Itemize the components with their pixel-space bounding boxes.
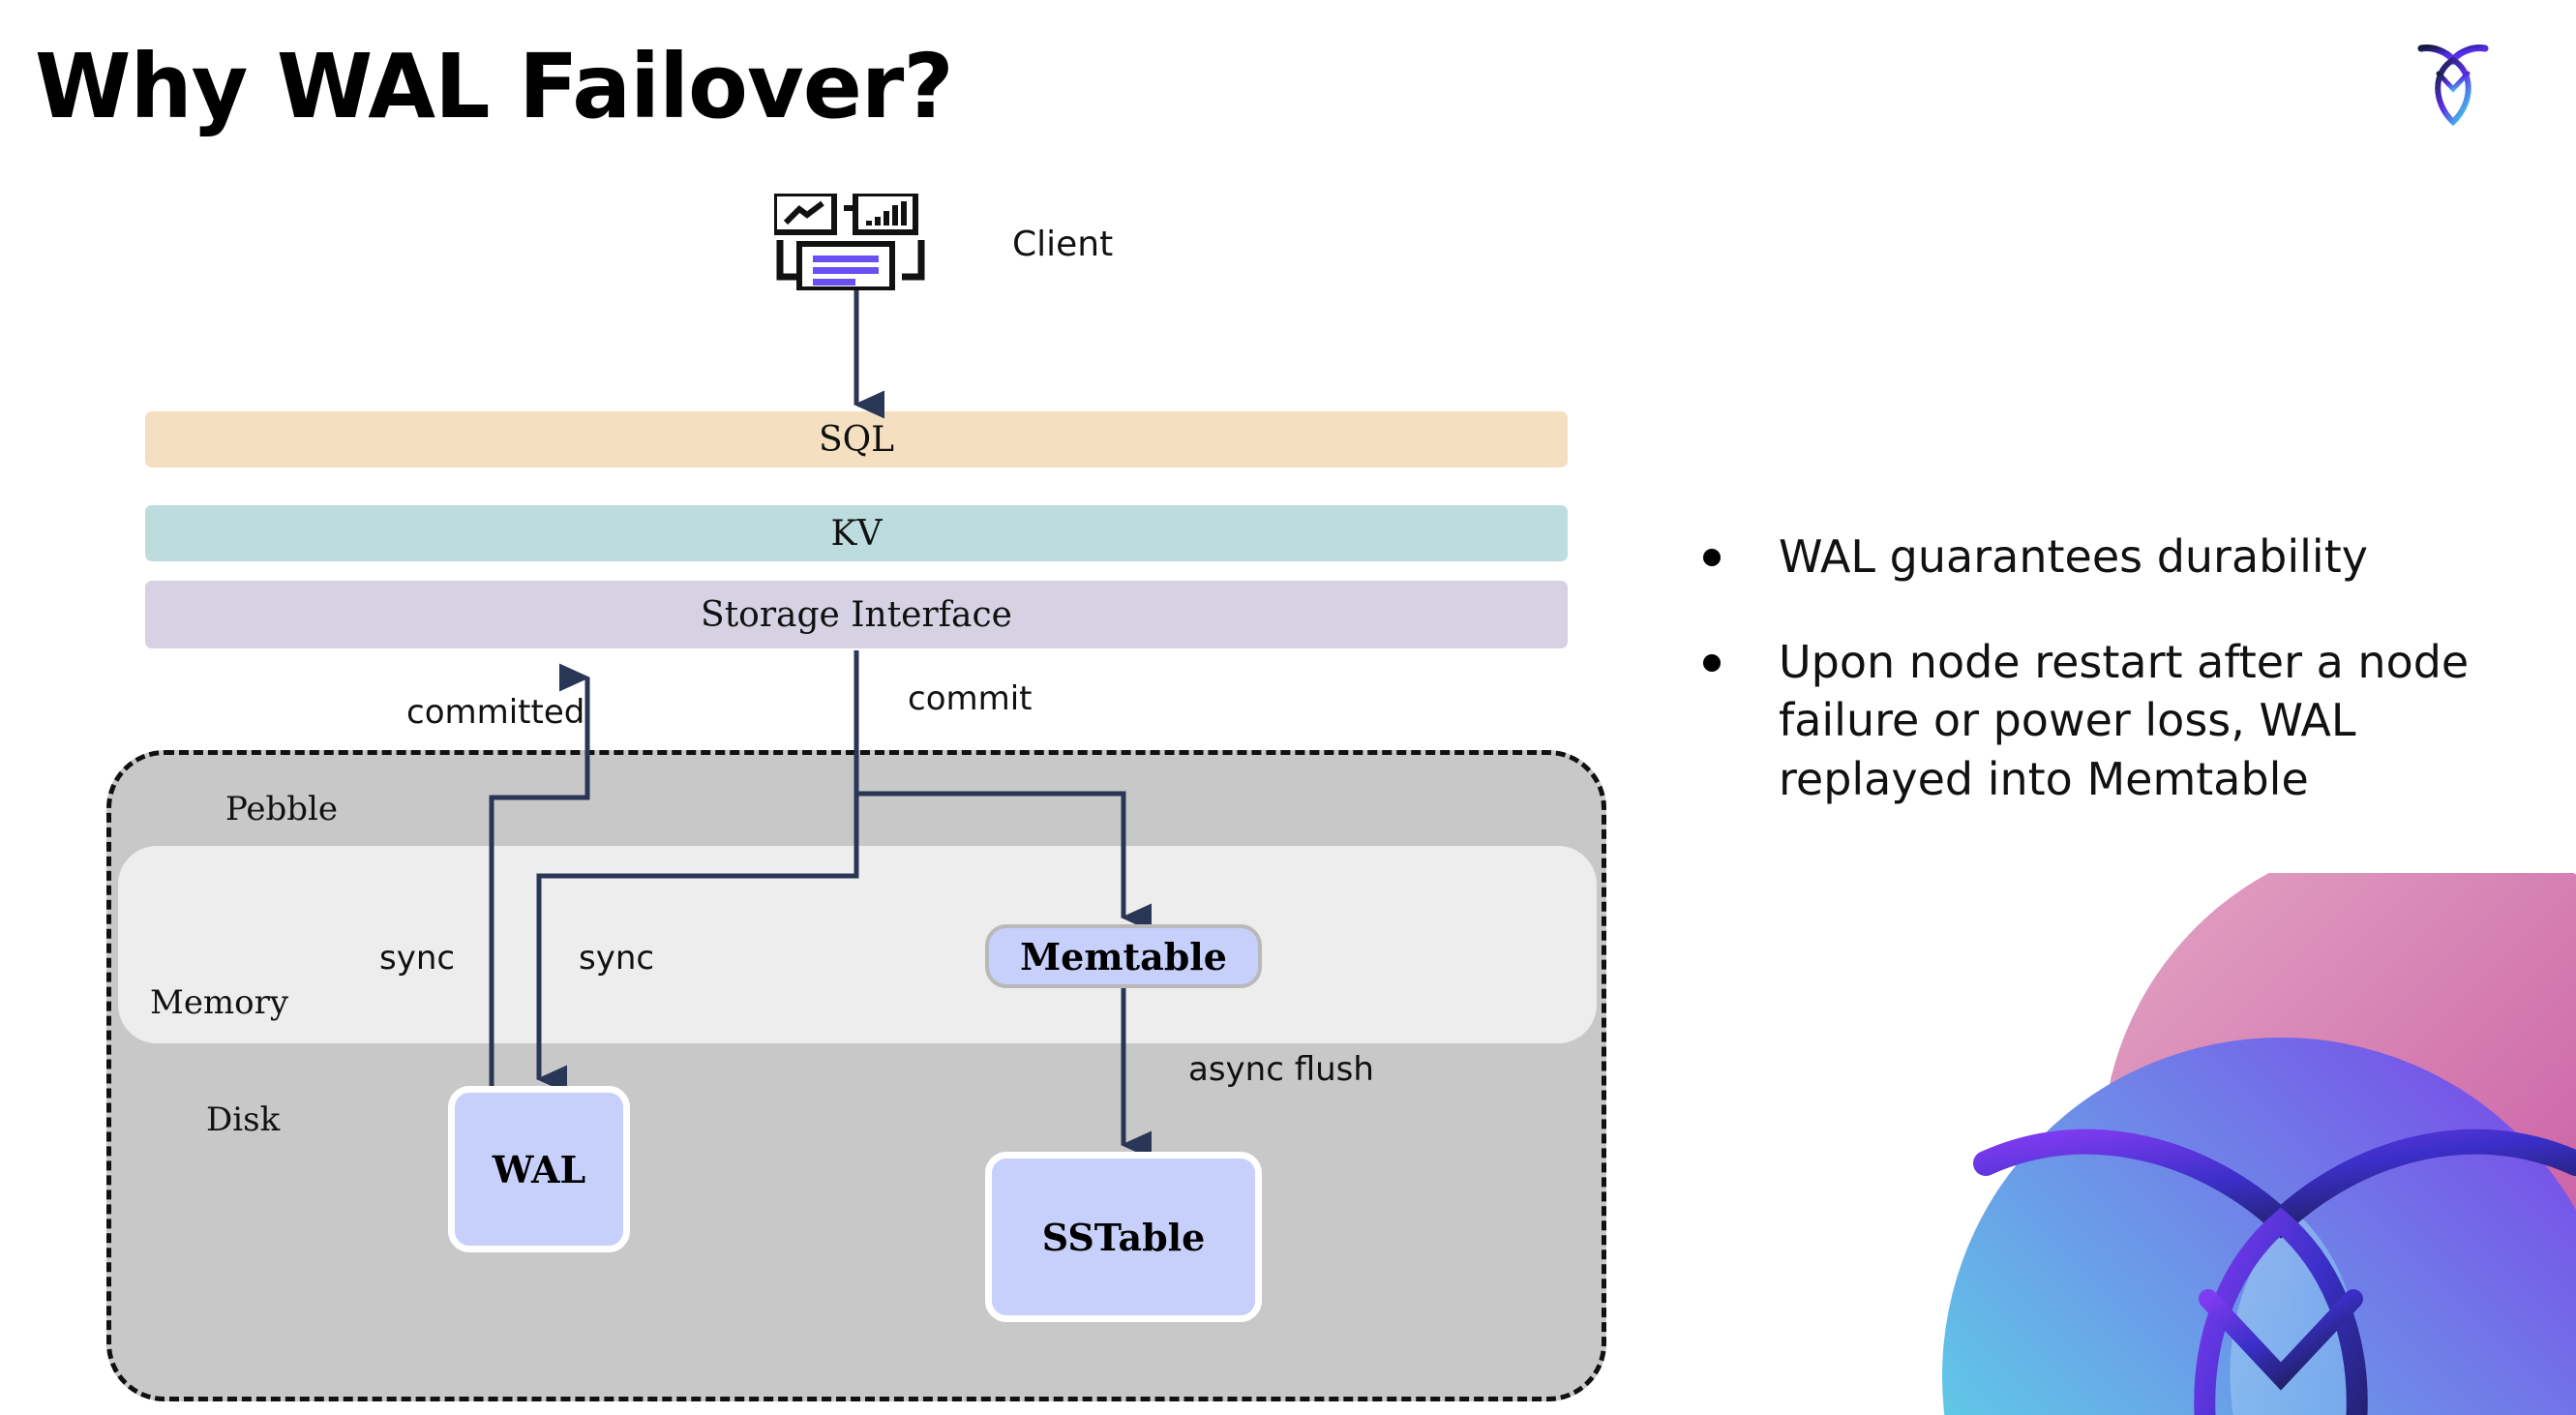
bullet-list: WAL guarantees durability Upon node rest…: [1703, 527, 2497, 856]
edge-label-commit: commit: [908, 679, 1033, 718]
client-label: Client: [1012, 225, 1114, 264]
cockroach-labs-logo-icon: [2400, 27, 2506, 134]
list-item: Upon node restart after a node failure o…: [1703, 633, 2497, 809]
edge-label-committed: committed: [406, 693, 585, 732]
store-box-memtable: Memtable: [985, 924, 1262, 988]
bullet-text: WAL guarantees durability: [1779, 530, 2368, 583]
layer-bar-kv: KV: [145, 505, 1568, 561]
cockroach-mark-decoration: [1841, 873, 2576, 1415]
store-label-wal: WAL: [492, 1147, 586, 1191]
list-item: WAL guarantees durability: [1703, 527, 2497, 587]
bullet-dot-icon: [1703, 653, 1721, 672]
layer-bar-sql: SQL: [145, 411, 1568, 467]
edge-label-async-flush: async flush: [1188, 1050, 1374, 1089]
client-dashboard-icon: [771, 191, 929, 292]
bullet-text: Upon node restart after a node failure o…: [1779, 635, 2470, 806]
page-title: Why WAL Failover?: [35, 35, 954, 138]
layer-label-kv: KV: [830, 513, 883, 554]
store-label-sstable: SSTable: [1041, 1215, 1206, 1259]
layer-label-storage-interface: Storage Interface: [701, 594, 1012, 635]
disk-label: Disk: [206, 1100, 281, 1139]
edge-label-sync-right: sync: [579, 939, 655, 978]
layer-label-sql: SQL: [818, 419, 895, 460]
pebble-label: Pebble: [225, 790, 338, 828]
memory-region: [118, 846, 1597, 1043]
memory-label: Memory: [150, 983, 289, 1022]
layer-bar-storage-interface: Storage Interface: [145, 581, 1568, 648]
edge-label-sync-left: sync: [379, 939, 456, 978]
store-box-sstable: SSTable: [985, 1152, 1262, 1322]
store-label-memtable: Memtable: [1020, 934, 1227, 978]
bullet-dot-icon: [1703, 549, 1721, 566]
store-box-wal: WAL: [448, 1086, 630, 1252]
